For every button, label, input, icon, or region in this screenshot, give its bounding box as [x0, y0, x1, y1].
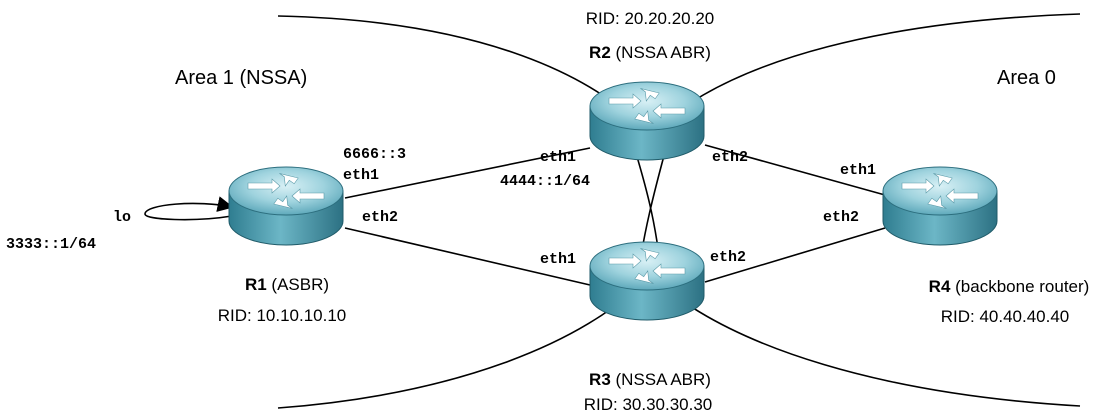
r2-rid: RID: 20.20.20.20 — [586, 9, 715, 28]
r1-eth1-label: eth1 — [343, 167, 379, 184]
area-1-label: Area 1 (NSSA) — [175, 67, 307, 89]
r2-role: (NSSA ABR) — [616, 43, 711, 62]
r4-rid: RID: 40.40.40.40 — [941, 307, 1070, 326]
link-r2-r4 — [704, 144, 886, 196]
r2-eth2-label: eth2 — [712, 149, 748, 166]
r4-eth2-label: eth2 — [823, 209, 859, 226]
r2-eth1-address: 4444::1/64 — [500, 173, 590, 190]
r3-eth2-label: eth2 — [710, 249, 746, 266]
link-r1-r3 — [344, 227, 591, 286]
r1-loopback-link — [144, 196, 234, 221]
router-r3 — [589, 241, 705, 321]
r3-title: R3 (NSSA ABR) — [589, 370, 711, 389]
router-icon — [589, 81, 705, 161]
r1-title: R1 (ASBR) — [245, 275, 329, 294]
router-icon — [589, 241, 705, 321]
area-0-label: Area 0 — [997, 67, 1056, 89]
r1-name: R1 — [245, 275, 267, 294]
r3-name: R3 — [589, 370, 611, 389]
router-r1 — [228, 166, 344, 246]
r2-title: R2 (NSSA ABR) — [589, 43, 711, 62]
router-icon — [228, 166, 344, 246]
r4-title: R4 (backbone router) — [929, 277, 1090, 296]
router-r4 — [882, 166, 998, 246]
link-r1-r2 — [344, 147, 591, 199]
r4-name: R4 — [929, 277, 951, 296]
router-icon — [882, 166, 998, 246]
link-r3-r4 — [704, 227, 886, 283]
r1-eth1-address: 6666::3 — [343, 146, 406, 163]
r2-name: R2 — [589, 43, 611, 62]
r4-eth1-label: eth1 — [840, 162, 876, 179]
r1-role: (ASBR) — [271, 275, 329, 294]
router-r2 — [589, 81, 705, 161]
r3-eth1-label: eth1 — [540, 251, 576, 268]
r1-lo-address: 3333::1/64 — [6, 236, 96, 253]
r2-eth1-label: eth1 — [540, 149, 576, 166]
r3-role: (NSSA ABR) — [616, 370, 711, 389]
r1-rid: RID: 10.10.10.10 — [218, 306, 347, 325]
r4-role: (backbone router) — [955, 277, 1089, 296]
r3-rid: RID: 30.30.30.30 — [584, 395, 713, 413]
r1-eth2-label: eth2 — [362, 209, 398, 226]
r1-lo-label: lo — [113, 209, 131, 226]
